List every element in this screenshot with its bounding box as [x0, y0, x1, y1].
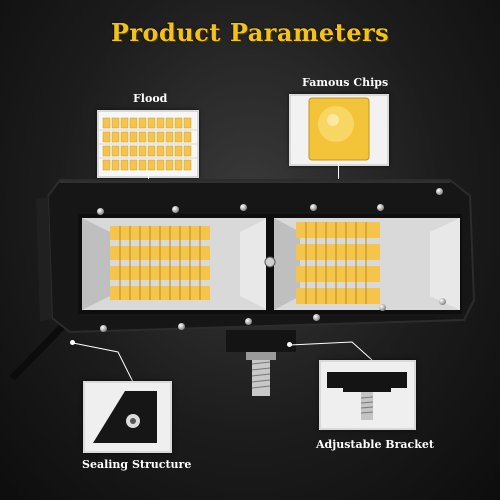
housing-screw	[172, 206, 179, 213]
housing-screw	[100, 325, 107, 332]
page-title: Product Parameters	[110, 18, 390, 47]
housing-screw	[245, 318, 252, 325]
sealing-pointer-dot	[70, 340, 75, 345]
housing-screw	[97, 208, 104, 215]
housing-screw	[313, 314, 320, 321]
housing-screw	[439, 298, 446, 305]
sealing-structure-label: Sealing Structure	[82, 458, 192, 471]
housing-screw	[310, 204, 317, 211]
housing-screw	[240, 204, 247, 211]
bracket-seal-icon	[85, 383, 170, 451]
bracket-bolt-icon	[321, 362, 414, 428]
chip-closeup-icon	[291, 96, 387, 164]
adjustable-bracket-detail-image	[319, 360, 416, 430]
flood-label: Flood	[133, 92, 168, 105]
housing-screw	[178, 323, 185, 330]
famous-chips-label: Famous Chips	[302, 76, 389, 89]
bracket-pointer-dot	[287, 342, 292, 347]
housing-screw	[436, 188, 443, 195]
housing-screw	[377, 204, 384, 211]
famous-chips-detail-image	[289, 94, 389, 166]
adjustable-bracket-label: Adjustable Bracket	[316, 438, 434, 451]
sealing-structure-detail-image	[83, 381, 172, 453]
housing-screw	[379, 304, 386, 311]
flood-led-grid	[99, 112, 197, 176]
flood-detail-image	[97, 110, 199, 178]
